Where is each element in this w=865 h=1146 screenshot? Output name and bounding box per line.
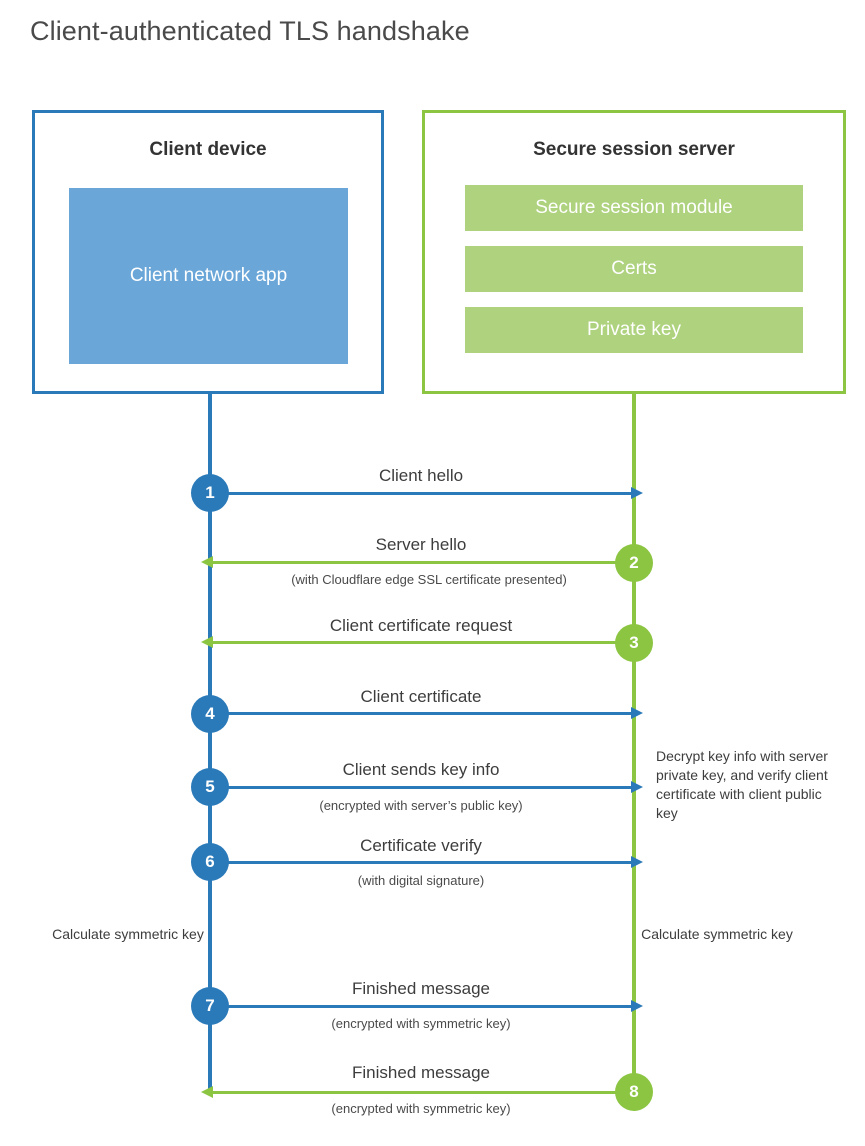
step-marker-3: 3 (615, 624, 653, 662)
client-network-app-block: Client network app (69, 188, 348, 364)
arrowhead-left-icon (201, 556, 213, 568)
server-module-certs: Certs (465, 246, 803, 292)
server-module-list: Secure session module Certs Private key (465, 185, 803, 368)
step-6-label: Certificate verify (360, 836, 482, 855)
arrow-step-4 (210, 707, 643, 719)
client-device-box: Client device Client network app (32, 110, 384, 394)
step-7-sublabel: (encrypted with symmetric key) (331, 1016, 511, 1031)
step-4-label: Client certificate (360, 687, 482, 706)
arrowhead-right-icon (631, 707, 643, 719)
secure-session-server-box: Secure session server Secure session mod… (422, 110, 846, 394)
step-marker-1: 1 (191, 474, 229, 512)
step-5-label: Client sends key info (342, 760, 500, 779)
server-lifeline (632, 394, 636, 1093)
arrow-step-6 (210, 856, 643, 868)
client-calculate-symmetric-key-note: Calculate symmetric key (52, 926, 204, 942)
step-2-sublabel: (with Cloudflare edge SSL certificate pr… (291, 572, 567, 587)
arrowhead-right-icon (631, 487, 643, 499)
step-8-label: Finished message (352, 1063, 490, 1082)
step-marker-4: 4 (191, 695, 229, 733)
server-calculate-symmetric-key-note: Calculate symmetric key (641, 926, 793, 942)
step-3-label: Client certificate request (329, 616, 513, 635)
step-5-sublabel: (encrypted with server’s public key) (319, 798, 523, 813)
arrowhead-right-icon (631, 1000, 643, 1012)
arrowhead-right-icon (631, 856, 643, 868)
arrow-step-2 (201, 556, 634, 568)
server-module-secure-session-module: Secure session module (465, 185, 803, 231)
arrowhead-right-icon (631, 781, 643, 793)
arrow-step-1 (210, 487, 643, 499)
server-decrypt-note: Decrypt key info with server private key… (656, 748, 828, 821)
step-2-label: Server hello (375, 535, 467, 554)
step-1-label: Client hello (378, 466, 464, 485)
client-lifeline (208, 394, 212, 1093)
secure-session-server-title: Secure session server (533, 139, 735, 160)
arrow-step-8 (201, 1086, 634, 1098)
step-6-sublabel: (with digital signature) (357, 873, 485, 888)
arrow-step-7 (210, 1000, 643, 1012)
step-8-sublabel: (encrypted with symmetric key) (331, 1101, 511, 1116)
step-marker-8: 8 (615, 1073, 653, 1111)
arrow-step-5 (210, 781, 643, 793)
step-marker-7: 7 (191, 987, 229, 1025)
arrowhead-left-icon (201, 1086, 213, 1098)
step-marker-5: 5 (191, 768, 229, 806)
step-marker-2: 2 (615, 544, 653, 582)
client-network-app-label: Client network app (129, 265, 288, 286)
step-marker-6: 6 (191, 843, 229, 881)
arrow-step-3 (201, 636, 634, 648)
client-device-title: Client device (149, 139, 267, 160)
arrowhead-left-icon (201, 636, 213, 648)
page-title: Client-authenticated TLS handshake (30, 16, 470, 46)
server-module-private-key: Private key (465, 307, 803, 353)
step-7-label: Finished message (352, 979, 490, 998)
